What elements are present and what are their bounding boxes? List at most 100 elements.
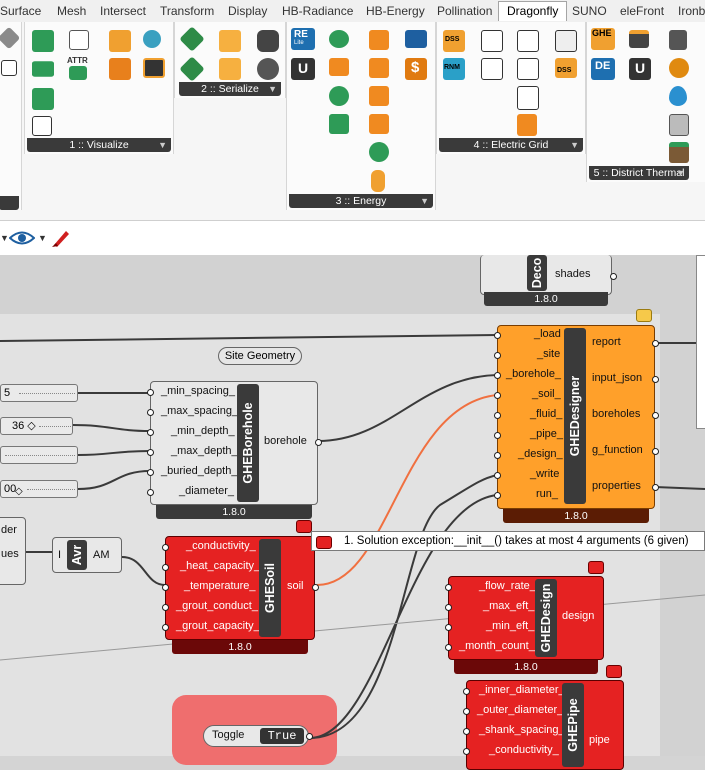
site-geometry-param[interactable]: Site Geometry bbox=[218, 347, 302, 365]
network-graph-icon[interactable] bbox=[481, 30, 503, 52]
ghe-soil-input-3[interactable]: _temperature_ bbox=[184, 580, 256, 592]
avr-input[interactable]: I bbox=[58, 549, 62, 561]
house-icon[interactable] bbox=[329, 114, 349, 134]
ghe-borehole-input-4[interactable]: _max_depth_ bbox=[171, 445, 238, 457]
layers-icon[interactable] bbox=[32, 61, 54, 77]
cube-icon[interactable] bbox=[0, 26, 21, 50]
pylon-icon[interactable] bbox=[517, 86, 539, 110]
deco-component[interactable]: Deco shades bbox=[480, 255, 617, 295]
loop-gear-icon[interactable] bbox=[369, 114, 389, 134]
ghe-designer-input-borehole[interactable]: _borehole_ bbox=[506, 368, 562, 380]
layer-outline-icon[interactable] bbox=[32, 116, 52, 136]
deco-output-shades[interactable]: shades bbox=[555, 268, 591, 280]
green-cube-icon[interactable] bbox=[32, 30, 54, 52]
urbanopt-des-icon[interactable]: U bbox=[629, 58, 651, 80]
tab-display[interactable]: Display bbox=[228, 4, 268, 18]
arrow-icon[interactable] bbox=[329, 58, 349, 76]
ghe-design-input-1[interactable]: _flow_rate_ bbox=[479, 580, 536, 592]
dropdown-chevron-icon[interactable]: ▼ bbox=[0, 233, 9, 243]
loop-lb-icon[interactable] bbox=[369, 58, 389, 78]
slider-buried[interactable]: 00◇ bbox=[0, 480, 78, 498]
ghe-borehole-input-5[interactable]: _buried_depth_ bbox=[161, 465, 238, 477]
ghe-soil-input-1[interactable]: _conductivity_ bbox=[186, 540, 256, 552]
grid-lines-icon[interactable] bbox=[481, 58, 503, 80]
legend-icon[interactable] bbox=[143, 58, 165, 78]
warning-bubble-icon[interactable] bbox=[636, 309, 652, 322]
ghe-pipe-input-3[interactable]: _shank_spacing_ bbox=[479, 724, 565, 736]
tab-hb-radiance[interactable]: HB-Radiance bbox=[282, 4, 354, 18]
deco-grip[interactable] bbox=[610, 273, 617, 280]
grasshopper-canvas[interactable]: Deco shades 1.8.0 Site Geometry 5 36 ◇ 0… bbox=[0, 255, 705, 770]
loop-d-icon[interactable] bbox=[369, 86, 389, 106]
ghe-designer-output-g-function[interactable]: g_function bbox=[592, 444, 643, 456]
ghe-designer-input-load[interactable]: _load bbox=[534, 328, 561, 340]
tab-transform[interactable]: Transform bbox=[160, 4, 215, 18]
ghe-soil-input-4[interactable]: _grout_conduct_ bbox=[176, 600, 258, 612]
ghe-designer-input-soil[interactable]: _soil_ bbox=[532, 388, 561, 400]
cable-icon[interactable] bbox=[555, 30, 577, 52]
tab-intersect[interactable]: Intersect bbox=[100, 4, 147, 18]
battery-icon[interactable] bbox=[371, 170, 385, 192]
python-icon[interactable] bbox=[257, 30, 279, 52]
ghe-soil-component[interactable]: _conductivity_ _heat_capacity_ _temperat… bbox=[162, 536, 319, 640]
partial-component[interactable]: der ues bbox=[0, 517, 26, 585]
ghe-soil-output[interactable]: soil bbox=[287, 580, 304, 592]
dragonfly-icon[interactable] bbox=[219, 30, 241, 52]
terrain-icon[interactable] bbox=[329, 30, 349, 48]
tab-surface[interactable]: Surface bbox=[0, 4, 42, 18]
ghe-design-input-3[interactable]: _min_eft_ bbox=[486, 620, 535, 632]
ghe-soil-input-2[interactable]: _heat_capacity_ bbox=[180, 560, 261, 572]
substation-icon[interactable] bbox=[517, 114, 537, 136]
thermal-loop-icon[interactable] bbox=[629, 30, 649, 48]
loop-icon[interactable] bbox=[369, 30, 389, 50]
avr-output[interactable]: AM bbox=[93, 549, 110, 561]
grid-color-icon[interactable] bbox=[109, 58, 131, 80]
ghe-borehole-input-2[interactable]: _max_spacing_ bbox=[161, 405, 239, 417]
ghe-pipe-component[interactable]: _inner_diameter_ _outer_diameter_ _shank… bbox=[463, 680, 624, 770]
deserialize-icon[interactable] bbox=[179, 56, 205, 82]
tab-mesh[interactable]: Mesh bbox=[57, 4, 87, 18]
transformer-icon[interactable] bbox=[517, 58, 539, 80]
ghe-designer-output-boreholes[interactable]: boreholes bbox=[592, 408, 641, 420]
dump-icon[interactable] bbox=[257, 58, 279, 80]
ghe-designer-input-fluid[interactable]: _fluid_ bbox=[530, 408, 563, 420]
pipe-icon[interactable] bbox=[669, 114, 689, 136]
ghe-borehole-input-3[interactable]: _min_depth_ bbox=[171, 425, 235, 437]
ghe-designer-output-report[interactable]: report bbox=[592, 336, 621, 348]
ghe-pipe-output[interactable]: pipe bbox=[589, 734, 610, 746]
ghe-designer-output-input-json[interactable]: input_json bbox=[592, 372, 643, 384]
ghe-icon[interactable]: GHE bbox=[591, 28, 615, 50]
slider-min-spacing[interactable]: 5 bbox=[0, 384, 78, 402]
tab-ironbug[interactable]: Ironbug bbox=[678, 4, 705, 18]
cycle-icon[interactable] bbox=[329, 86, 349, 106]
serialize-icon[interactable] bbox=[179, 26, 205, 52]
tab-elefront[interactable]: eleFront bbox=[620, 4, 665, 18]
tab-pollination[interactable]: Pollination bbox=[437, 4, 493, 18]
boolean-toggle[interactable]: Toggle True bbox=[203, 725, 313, 747]
tab-dragonfly[interactable]: Dragonfly bbox=[498, 1, 568, 21]
ghe-pipe-input-2[interactable]: _outer_diameter_ bbox=[477, 704, 564, 716]
soil-icon[interactable] bbox=[669, 142, 689, 163]
recycle-icon[interactable] bbox=[369, 142, 389, 162]
tab-suno[interactable]: SUNO bbox=[572, 4, 607, 18]
ghe-soil-input-5[interactable]: _grout_capacity_ bbox=[176, 620, 260, 632]
ghe-designer-component[interactable]: _load _site _borehole_ _soil_ _fluid_ _p… bbox=[494, 325, 659, 509]
brush-icon[interactable] bbox=[50, 227, 72, 249]
tab-hb-energy[interactable]: HB-Energy bbox=[366, 4, 425, 18]
ghe-pipe-input-1[interactable]: _inner_diameter_ bbox=[479, 684, 565, 696]
error-bubble-design-icon[interactable] bbox=[588, 561, 604, 574]
orange-box-icon[interactable] bbox=[109, 30, 131, 52]
drill-icon[interactable] bbox=[669, 30, 687, 50]
dollar-icon[interactable]: $ bbox=[405, 58, 427, 80]
avr-component[interactable]: I Avr AM bbox=[52, 537, 122, 573]
slider-depth[interactable]: 36 ◇ bbox=[0, 417, 73, 435]
ghe-designer-output-properties[interactable]: properties bbox=[592, 480, 641, 492]
error-bubble-pipe-icon[interactable] bbox=[606, 665, 622, 678]
ghe-designer-input-site[interactable]: _site bbox=[537, 348, 561, 360]
ghe-borehole-input-6[interactable]: _diameter_ bbox=[179, 485, 235, 497]
dragonfly-json-icon[interactable] bbox=[219, 58, 241, 80]
de-icon[interactable]: DE bbox=[591, 58, 615, 80]
eye-chevron-icon[interactable]: ▼ bbox=[38, 233, 47, 243]
ghe-designer-input-write[interactable]: _write bbox=[530, 468, 560, 480]
